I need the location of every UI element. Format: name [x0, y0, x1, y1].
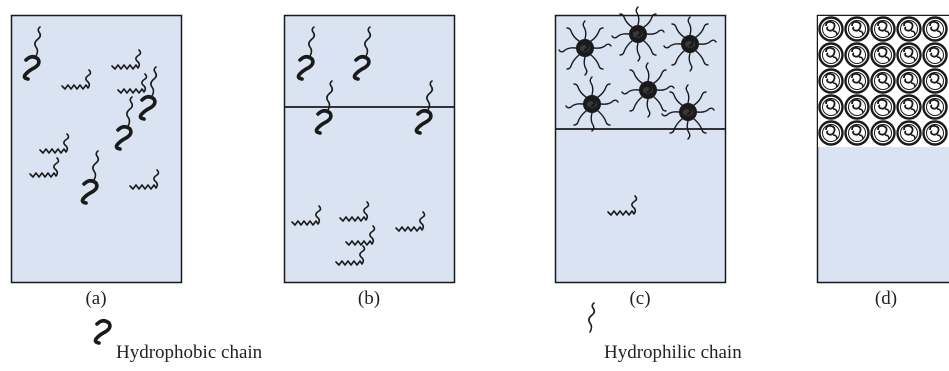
panel-d-label: (d)	[874, 288, 898, 309]
panel-a	[10, 14, 183, 284]
micelle-sphere	[922, 42, 948, 68]
micelle-sphere	[922, 68, 948, 94]
micelle-sphere	[870, 120, 896, 146]
micelle-sphere	[870, 94, 896, 120]
micelle-sphere	[922, 16, 948, 42]
micelle-sphere	[818, 16, 844, 42]
micelle-sphere	[870, 16, 896, 42]
micelle-sphere	[870, 42, 896, 68]
sphere-grid	[818, 16, 948, 146]
panel-b	[283, 14, 456, 284]
micelle-sphere	[844, 94, 870, 120]
micelle-sphere	[896, 68, 922, 94]
micelle-sphere	[896, 94, 922, 120]
micelle-sphere	[896, 16, 922, 42]
micelle-sphere	[818, 68, 844, 94]
micelle-sphere	[870, 68, 896, 94]
micelle-sphere	[818, 94, 844, 120]
micelle-sphere	[896, 42, 922, 68]
micelle-sphere	[844, 68, 870, 94]
panel-c-label: (c)	[629, 288, 651, 309]
micelle-sphere	[922, 120, 948, 146]
panel-b-label: (b)	[357, 288, 381, 309]
micelle-sphere	[818, 42, 844, 68]
micelle-sphere	[896, 120, 922, 146]
hydrophilic-legend-label: Hydrophilic chain	[604, 342, 742, 363]
micelle-sphere	[844, 42, 870, 68]
panel-c	[554, 5, 727, 284]
hydrophobic-chain-icon	[93, 318, 112, 345]
micelle-sphere	[818, 120, 844, 146]
micelle-sphere	[844, 16, 870, 42]
panel-d	[816, 14, 949, 284]
panel-a-label: (a)	[85, 288, 107, 309]
micelle-sphere	[844, 120, 870, 146]
micelle-sphere	[922, 94, 948, 120]
hydrophilic-chain-icon	[588, 302, 596, 333]
hydrophobic-legend-label: Hydrophobic chain	[116, 342, 263, 363]
